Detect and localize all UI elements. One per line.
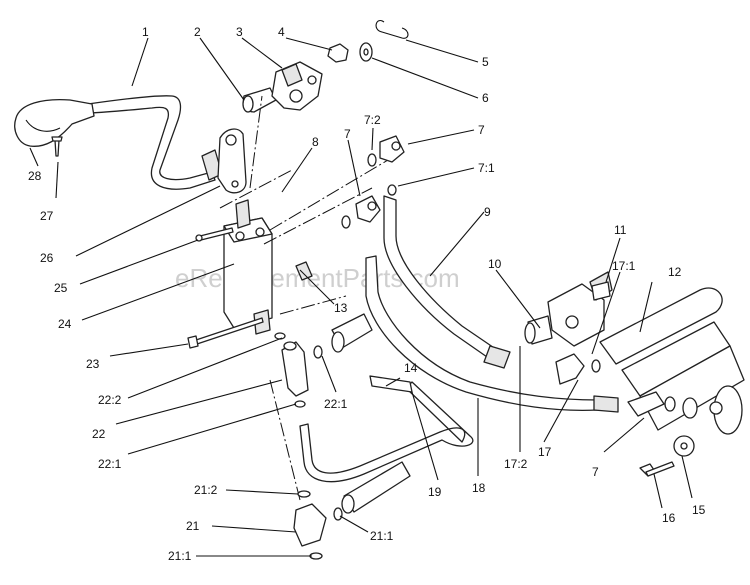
callout-6: 6 bbox=[482, 91, 489, 105]
pivot-shaft bbox=[242, 87, 277, 113]
callout-17-1: 17:1 bbox=[612, 259, 636, 273]
callout-4: 4 bbox=[278, 25, 285, 39]
valve-bolt-lower bbox=[187, 317, 264, 349]
callout-7-bottom: 7 bbox=[592, 465, 599, 479]
hydraulic-hose-18 bbox=[365, 255, 619, 413]
o-ring-7-1 bbox=[387, 184, 397, 196]
callout-19: 19 bbox=[428, 485, 442, 499]
callout-28: 28 bbox=[28, 169, 42, 183]
callout-22-2: 22:2 bbox=[98, 393, 122, 407]
hydraulic-tube bbox=[299, 375, 474, 483]
callout-7-right: 7 bbox=[478, 123, 485, 137]
callout-21: 21 bbox=[186, 519, 200, 533]
washer bbox=[359, 42, 373, 62]
callout-22-1-left: 22:1 bbox=[98, 457, 122, 471]
callout-9: 9 bbox=[484, 205, 491, 219]
callout-10: 10 bbox=[488, 257, 502, 271]
callout-25: 25 bbox=[54, 281, 68, 295]
callout-23: 23 bbox=[86, 357, 100, 371]
callout-15: 15 bbox=[692, 503, 706, 517]
elbow-fitting-7a bbox=[379, 135, 405, 163]
callout-22: 22 bbox=[92, 427, 106, 441]
callout-24: 24 bbox=[58, 317, 72, 331]
straight-fitting bbox=[313, 313, 373, 359]
hydraulic-cylinder bbox=[599, 287, 745, 435]
elbow-fitting-upper bbox=[295, 261, 313, 281]
lower-adapter bbox=[333, 461, 411, 521]
callout-18: 18 bbox=[472, 481, 486, 495]
callout-22-1-right: 22:1 bbox=[324, 397, 348, 411]
cotter-pin bbox=[375, 20, 409, 39]
callout-17: 17 bbox=[538, 445, 552, 459]
callout-17-2: 17:2 bbox=[504, 457, 528, 471]
elbow-fitting-7b bbox=[341, 195, 381, 229]
o-ring-7-2 bbox=[367, 153, 377, 167]
cotter-pin-11 bbox=[591, 281, 611, 301]
pivot-bracket bbox=[217, 128, 247, 194]
control-lever bbox=[87, 95, 223, 190]
washer-15 bbox=[673, 435, 695, 457]
callout-13: 13 bbox=[334, 301, 348, 315]
callout-16: 16 bbox=[662, 511, 676, 525]
knob-screw bbox=[51, 136, 63, 157]
control-valve-body bbox=[223, 199, 273, 335]
valve-bolt-upper bbox=[195, 227, 234, 242]
tee-fitting bbox=[274, 332, 309, 408]
callout-27: 27 bbox=[40, 209, 54, 223]
callout-7-1: 7:1 bbox=[478, 161, 495, 175]
callout-21-1-right: 21:1 bbox=[370, 529, 394, 543]
callout-21-1-left: 21:1 bbox=[168, 549, 192, 563]
callout-12: 12 bbox=[668, 265, 682, 279]
lower-elbow bbox=[293, 490, 327, 560]
hydraulic-hose-9 bbox=[383, 195, 511, 369]
nut bbox=[327, 43, 349, 63]
callout-26: 26 bbox=[40, 251, 54, 265]
callout-5: 5 bbox=[482, 55, 489, 69]
callout-21-2: 21:2 bbox=[194, 483, 218, 497]
callout-1: 1 bbox=[142, 25, 149, 39]
leader-lines bbox=[29, 37, 693, 557]
clevis-pin bbox=[524, 315, 553, 345]
callout-labels: 1 2 3 4 5 6 7 7:2 7 7:1 8 9 10 11 12 13 … bbox=[28, 25, 706, 563]
elbow-fitting-17 bbox=[555, 353, 601, 385]
callout-3: 3 bbox=[236, 25, 243, 39]
callout-7-2-top: 7:2 bbox=[364, 113, 381, 127]
callout-11: 11 bbox=[614, 223, 627, 237]
bolt-16 bbox=[639, 461, 675, 477]
lever-knob bbox=[14, 98, 95, 147]
callout-2: 2 bbox=[194, 25, 201, 39]
pivot-housing bbox=[271, 61, 323, 111]
callout-14: 14 bbox=[404, 361, 418, 375]
callout-8: 8 bbox=[312, 135, 319, 149]
assembly-centerlines bbox=[219, 95, 389, 501]
callout-7-left: 7 bbox=[344, 127, 351, 141]
straight-fitting-7c bbox=[627, 391, 676, 417]
